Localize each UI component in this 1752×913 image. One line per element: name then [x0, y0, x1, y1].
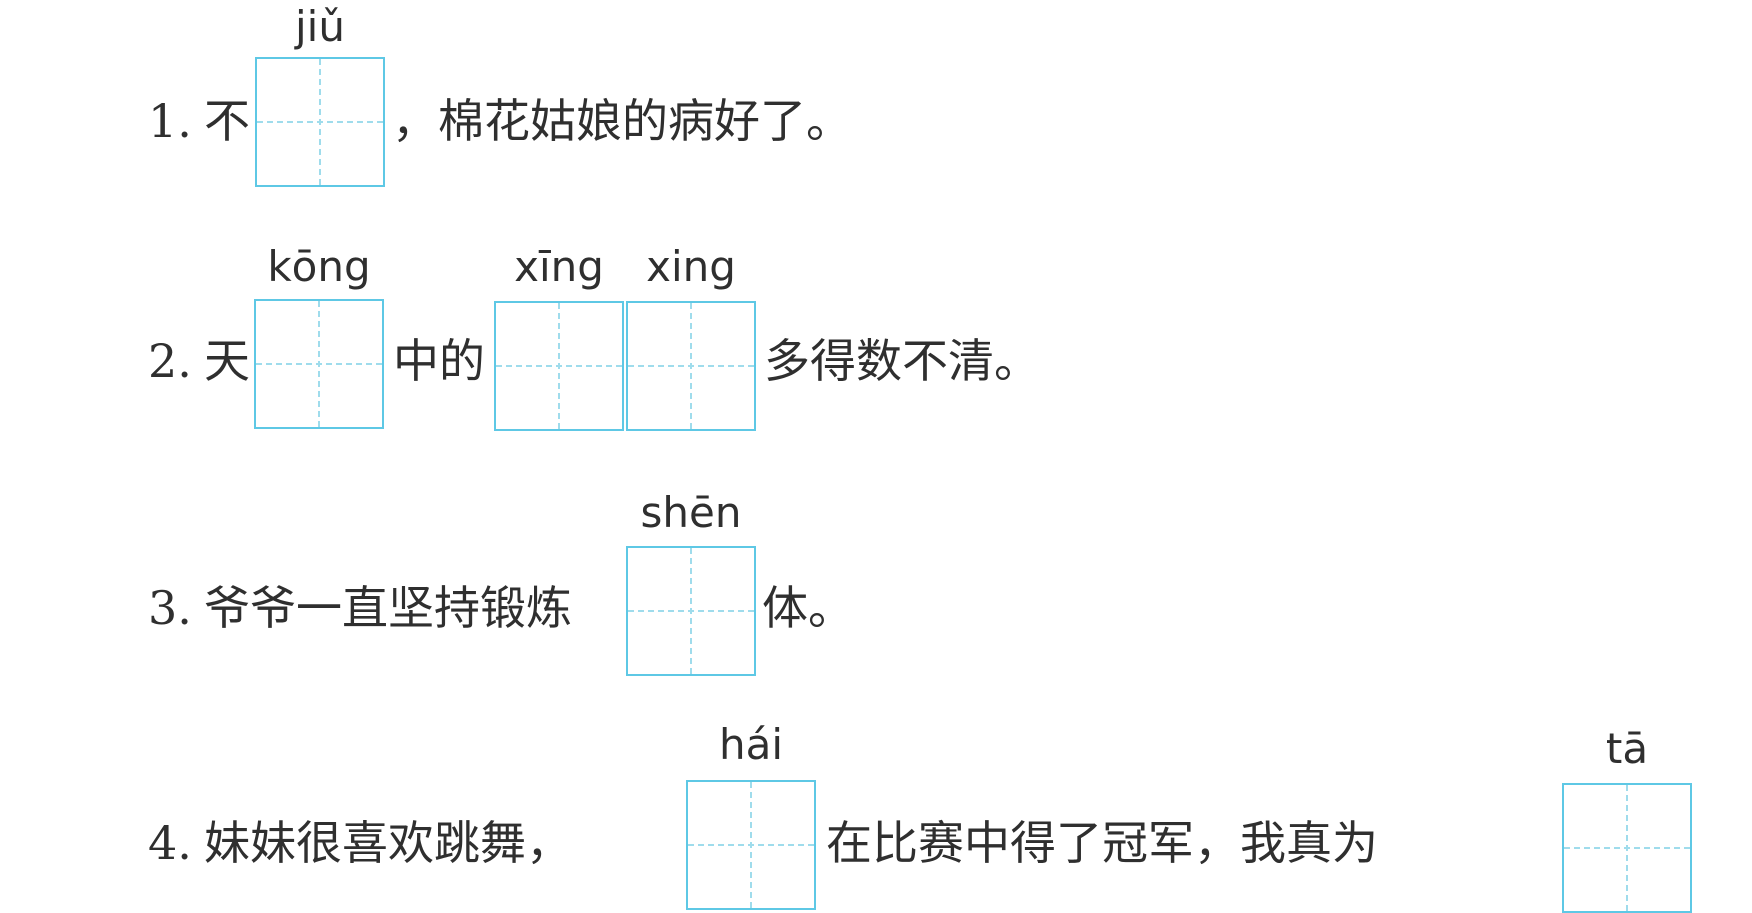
item-2-pinyin-1: kōng [267, 242, 371, 291]
item-4-pinyin-1: hái [718, 720, 784, 769]
item-2-text-before: 天 [204, 334, 250, 388]
item-2-pinyin-3: xing [646, 242, 736, 291]
item-2-answer-box-1[interactable] [254, 299, 384, 429]
item-2-number: 2. [148, 334, 192, 388]
item-4-answer-box-1[interactable] [686, 780, 816, 910]
item-3-number: 3. [148, 581, 192, 635]
item-2-answer-box-3[interactable] [626, 301, 756, 431]
item-2-text-after: 多得数不清。 [764, 334, 1040, 388]
item-2-answer-box-2[interactable] [494, 301, 624, 431]
item-4-number: 4. [148, 816, 192, 870]
item-4-text-middle: 在比赛中得了冠军，我真为 [826, 816, 1378, 870]
item-1-text-before: 不 [204, 94, 250, 148]
item-2-pinyin-2: xīng [514, 242, 604, 291]
item-4-pinyin-2: tā [1605, 724, 1649, 773]
item-2-text-middle: 中的 [393, 334, 485, 388]
item-3-answer-box-1[interactable] [626, 546, 756, 676]
item-4-answer-box-2[interactable] [1562, 783, 1692, 913]
item-1-pinyin-1: jiǔ [295, 2, 345, 51]
item-3-text-after: 体。 [762, 581, 854, 635]
item-1-answer-box-1[interactable] [255, 57, 385, 187]
item-1-text-after: ，棉花姑娘的病好了。 [392, 94, 852, 148]
item-1-number: 1. [148, 94, 192, 148]
item-4-text-before: 妹妹很喜欢跳舞， [204, 816, 572, 870]
item-3-pinyin-1: shēn [640, 488, 742, 537]
item-3-text-before: 爷爷一直坚持锻炼 [204, 581, 572, 635]
